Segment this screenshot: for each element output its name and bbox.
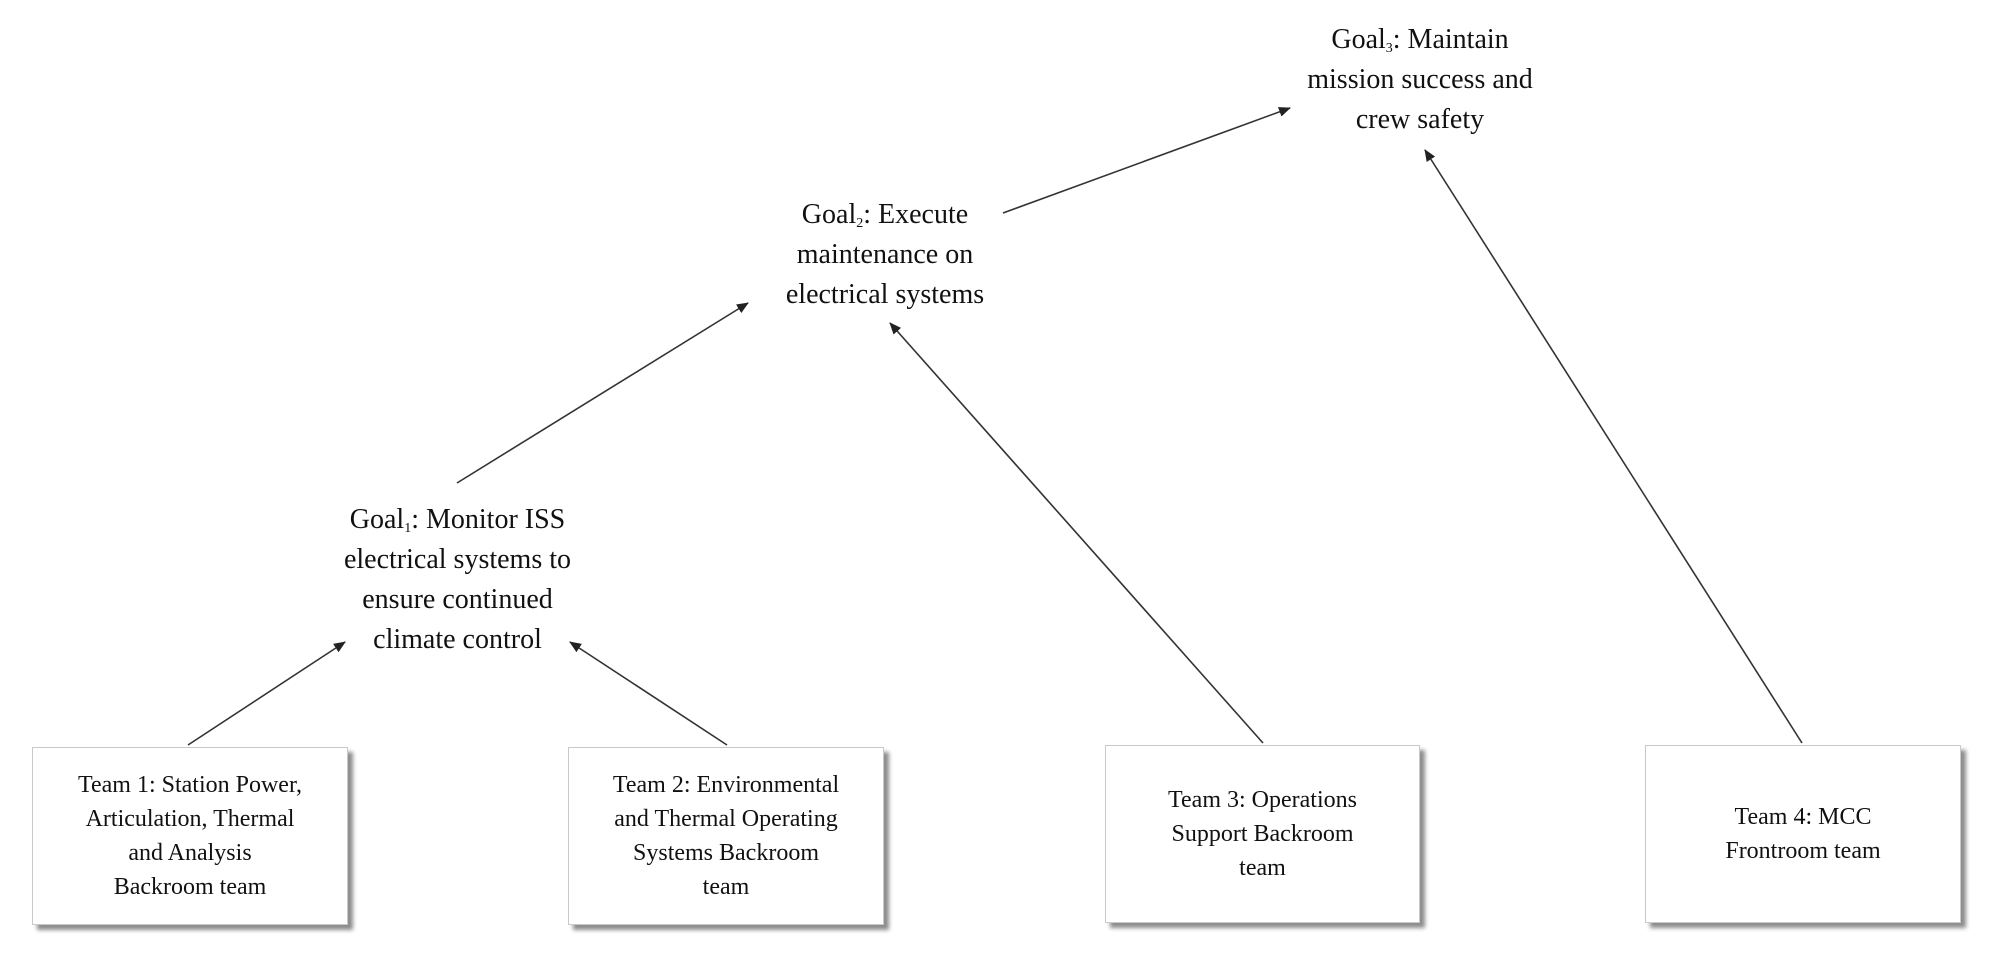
team-4-box: Team 4: MCC Frontroom team	[1645, 745, 1961, 923]
goal-3-node: Goal3: Maintain mission success and crew…	[1275, 20, 1565, 140]
team-1-line: Team 1: Station Power,	[78, 772, 302, 798]
team-2-line: team	[702, 874, 750, 900]
goal-1-line: electrical systems to	[343, 544, 572, 575]
goal-3-line: mission success and	[1307, 64, 1533, 95]
goal-3-line: crew safety	[1355, 104, 1485, 135]
goal-3-first-line: Goal3: Maintain	[1275, 20, 1565, 60]
team-2-line: and Thermal Operating	[614, 806, 838, 832]
team-1-box: Team 1: Station Power, Articulation, The…	[32, 747, 348, 925]
team-4-line: Frontroom team	[1725, 838, 1881, 864]
goal-1-line: ensure continued	[362, 584, 553, 615]
team-3-line: Support Backroom	[1171, 821, 1354, 847]
team-3-line: Team 3: Operations	[1168, 787, 1357, 813]
team-2-line: Team 2: Environmental	[612, 772, 840, 798]
goal-1-title: : Monitor ISS	[411, 504, 566, 535]
goal-1-subscript: 1	[404, 521, 412, 536]
goal-2-label: Goal	[801, 199, 857, 230]
arrow-team3-to-goal2	[889, 322, 1264, 744]
team-1-line: Articulation, Thermal	[85, 806, 295, 832]
goal-1-line: climate control	[373, 624, 542, 655]
goal-2-subscript: 2	[856, 216, 864, 231]
team-4-line: Team 4: MCC	[1734, 804, 1872, 830]
goal-2-node: Goal2: Execute maintenance on electrical…	[750, 195, 1020, 315]
arrow-goal1-to-goal2	[456, 302, 749, 484]
goal-2-line: electrical systems	[785, 279, 985, 310]
goal-3-subscript: 3	[1385, 41, 1393, 56]
team-3-line: team	[1239, 855, 1286, 881]
team-1-line: Backroom team	[113, 874, 267, 900]
arrow-goal2-to-goal3	[1002, 107, 1291, 214]
goal-1-first-line: Goal1: Monitor ISS	[300, 500, 615, 540]
arrow-team2-to-goal1	[569, 641, 728, 746]
goal-3-title: : Maintain	[1392, 24, 1509, 55]
goal-2-title: : Execute	[863, 199, 969, 230]
team-2-box: Team 2: Environmental and Thermal Operat…	[568, 747, 884, 925]
team-1-line: and Analysis	[128, 840, 252, 866]
goal-3-label: Goal	[1331, 24, 1386, 55]
team-2-line: Systems Backroom	[633, 840, 819, 866]
team-3-box: Team 3: Operations Support Backroom team	[1105, 745, 1420, 923]
goal-1-node: Goal1: Monitor ISS electrical systems to…	[300, 500, 615, 660]
arrow-team1-to-goal1	[187, 641, 346, 746]
arrow-team4-to-goal3	[1424, 149, 1803, 744]
goal-2-first-line: Goal2: Execute	[750, 195, 1020, 235]
goal-1-label: Goal	[349, 504, 405, 535]
goal-2-line: maintenance on	[796, 239, 974, 270]
